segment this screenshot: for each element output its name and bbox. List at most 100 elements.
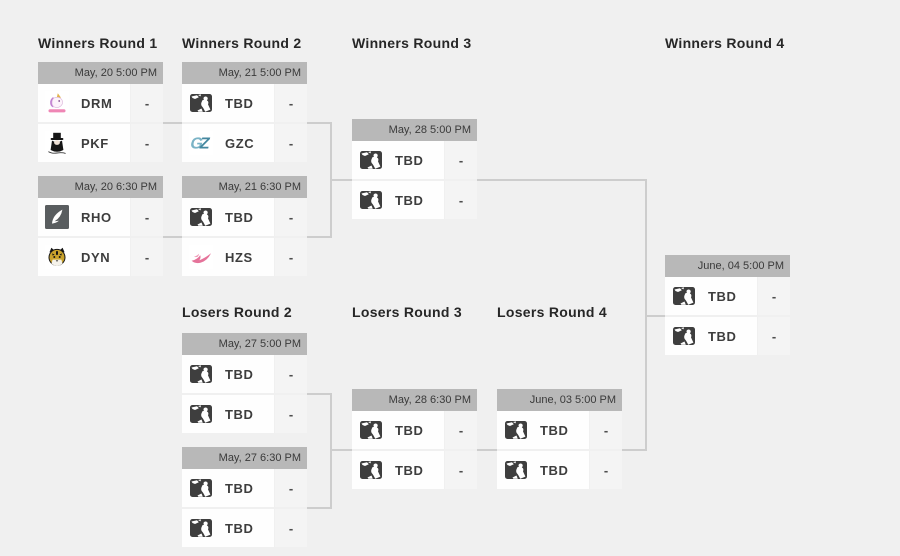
team-row[interactable]: TBD -: [352, 451, 477, 489]
connector-line: [163, 236, 182, 238]
team-cell: DRM: [38, 84, 130, 122]
team-name: TBD: [708, 328, 737, 344]
team-row[interactable]: PKF -: [38, 124, 163, 162]
round-title-losers-round-3: Losers Round 3: [352, 304, 462, 320]
match-time: June, 03 5:00 PM: [497, 389, 622, 411]
team-cell: TBD: [665, 277, 757, 315]
tbd-placeholder-icon: [359, 148, 383, 172]
team-name: PKF: [81, 135, 109, 151]
round-title-winners-round-3: Winners Round 3: [352, 35, 472, 51]
match-wr3-m1: May, 28 5:00 PM TBD - TBD -: [352, 119, 477, 219]
team-name: TBD: [395, 462, 424, 478]
team-name: TBD: [225, 520, 254, 536]
score-cell: -: [275, 198, 307, 236]
score-cell: -: [275, 395, 307, 433]
team-name: TBD: [225, 406, 254, 422]
team-row[interactable]: TBD -: [182, 355, 307, 393]
connector-line: [307, 393, 330, 395]
match-wr1-m2: May, 20 6:30 PM RHO - DYN -: [38, 176, 163, 276]
tbd-placeholder-icon: [359, 458, 383, 482]
team-row[interactable]: TBD -: [182, 395, 307, 433]
match-wr2-m1: May, 21 5:00 PM TBD - GZC -: [182, 62, 307, 162]
connector-line: [307, 122, 330, 124]
connector-line: [307, 236, 330, 238]
team-cell: TBD: [182, 198, 274, 236]
round-title-winners-round-4: Winners Round 4: [665, 35, 785, 51]
match-time: May, 28 6:30 PM: [352, 389, 477, 411]
round-title-losers-round-2: Losers Round 2: [182, 304, 292, 320]
gz-monogram-icon: [189, 131, 213, 155]
team-cell: HZS: [182, 238, 274, 276]
connector-line: [477, 179, 647, 181]
match-time: June, 04 5:00 PM: [665, 255, 790, 277]
tbd-placeholder-icon: [189, 516, 213, 540]
team-row[interactable]: RHO -: [38, 198, 163, 236]
team-cell: TBD: [182, 509, 274, 547]
match-lr2-m1: May, 27 5:00 PM TBD - TBD -: [182, 333, 307, 433]
score-cell: -: [131, 198, 163, 236]
pink-flame-logo-icon: [189, 245, 213, 269]
team-row[interactable]: HZS -: [182, 238, 307, 276]
team-row[interactable]: TBD -: [665, 277, 790, 315]
team-row[interactable]: GZC -: [182, 124, 307, 162]
connector-line: [163, 122, 182, 124]
score-cell: -: [445, 141, 477, 179]
score-cell: -: [275, 469, 307, 507]
team-name: DRM: [81, 95, 113, 111]
score-cell: -: [275, 84, 307, 122]
team-cell: TBD: [352, 451, 444, 489]
team-name: TBD: [225, 209, 254, 225]
tbd-placeholder-icon: [504, 458, 528, 482]
unicorn-logo-icon: [45, 91, 69, 115]
team-cell: TBD: [182, 355, 274, 393]
match-time: May, 27 5:00 PM: [182, 333, 307, 355]
tbd-placeholder-icon: [359, 188, 383, 212]
match-time: May, 28 5:00 PM: [352, 119, 477, 141]
connector-line: [332, 449, 352, 451]
team-row[interactable]: TBD -: [497, 411, 622, 449]
tbd-placeholder-icon: [189, 91, 213, 115]
team-cell: TBD: [352, 181, 444, 219]
feather-logo-icon: [45, 205, 69, 229]
team-row[interactable]: TBD -: [182, 469, 307, 507]
score-cell: -: [758, 277, 790, 315]
team-row[interactable]: DRM -: [38, 84, 163, 122]
team-cell: TBD: [352, 411, 444, 449]
team-name: TBD: [540, 422, 569, 438]
match-time: May, 27 6:30 PM: [182, 447, 307, 469]
tbd-placeholder-icon: [189, 205, 213, 229]
team-name: TBD: [395, 192, 424, 208]
team-name: TBD: [540, 462, 569, 478]
connector-line: [330, 393, 332, 509]
team-name: TBD: [225, 95, 254, 111]
score-cell: -: [275, 355, 307, 393]
score-cell: -: [590, 411, 622, 449]
team-row[interactable]: TBD -: [182, 509, 307, 547]
tiger-logo-icon: [45, 245, 69, 269]
team-cell: GZC: [182, 124, 274, 162]
match-lr3-m1: May, 28 6:30 PM TBD - TBD -: [352, 389, 477, 489]
tbd-placeholder-icon: [504, 418, 528, 442]
team-row[interactable]: TBD -: [182, 84, 307, 122]
team-name: TBD: [708, 288, 737, 304]
score-cell: -: [445, 451, 477, 489]
team-row[interactable]: TBD -: [352, 141, 477, 179]
tbd-placeholder-icon: [189, 362, 213, 386]
tbd-placeholder-icon: [189, 476, 213, 500]
team-row[interactable]: TBD -: [352, 181, 477, 219]
team-row[interactable]: TBD -: [352, 411, 477, 449]
team-name: TBD: [395, 422, 424, 438]
team-name: TBD: [395, 152, 424, 168]
team-row[interactable]: TBD -: [665, 317, 790, 355]
team-row[interactable]: DYN -: [38, 238, 163, 276]
team-cell: TBD: [182, 395, 274, 433]
team-cell: TBD: [497, 411, 589, 449]
score-cell: -: [445, 411, 477, 449]
match-wr1-m1: May, 20 5:00 PM DRM - PKF -: [38, 62, 163, 162]
team-row[interactable]: TBD -: [182, 198, 307, 236]
team-name: TBD: [225, 480, 254, 496]
round-title-winners-round-2: Winners Round 2: [182, 35, 302, 51]
match-time: May, 21 6:30 PM: [182, 176, 307, 198]
team-row[interactable]: TBD -: [497, 451, 622, 489]
